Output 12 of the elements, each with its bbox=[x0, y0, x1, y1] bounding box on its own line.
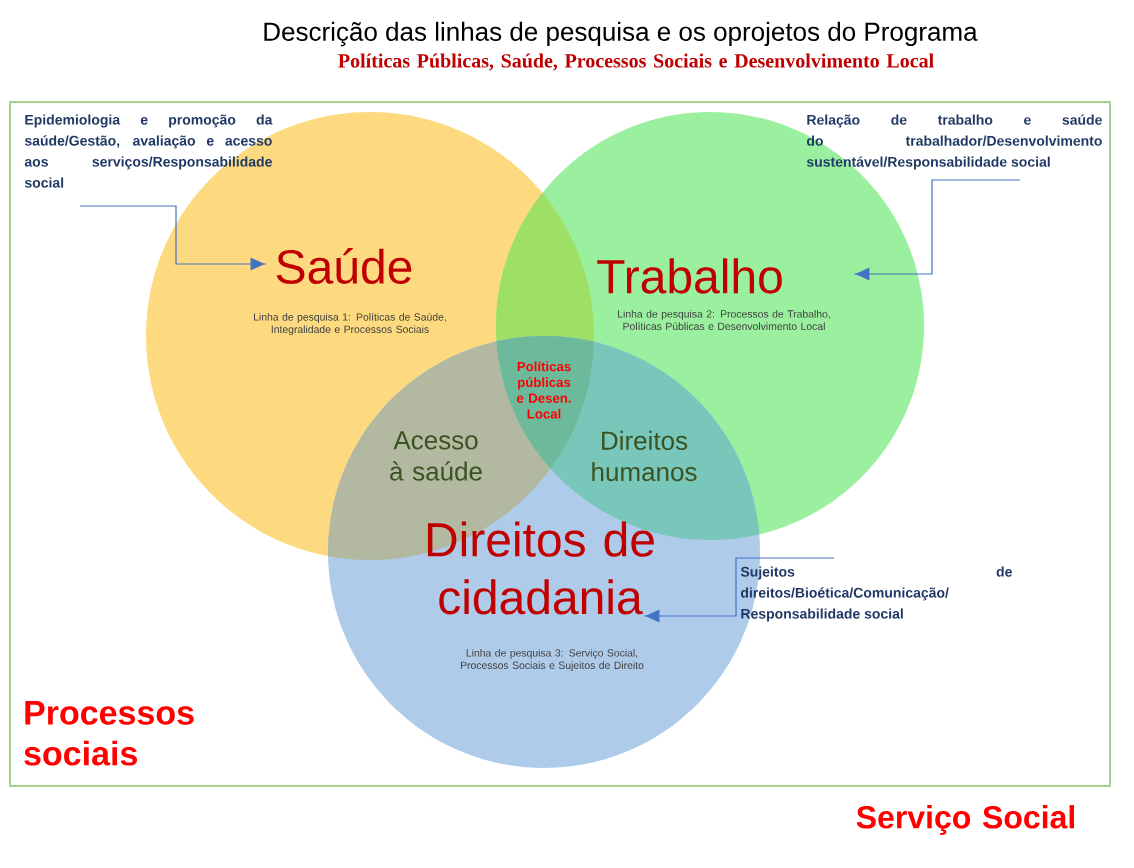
arrow bbox=[853, 179, 1021, 281]
arrow bbox=[79, 205, 267, 271]
overlap-label: Acesso à saúde bbox=[390, 431, 482, 481]
title: Descrição das linhas de pesquisa e os oprojetos do Programa bbox=[264, 21, 978, 47]
circle-heading: Saúde bbox=[276, 248, 412, 284]
circle-heading: Trabalho bbox=[597, 258, 782, 294]
circle-heading: Direitos de cidadania bbox=[427, 521, 654, 615]
arrow bbox=[643, 557, 835, 623]
overlap-label: Direitos humanos bbox=[592, 430, 697, 482]
subtitle: Políticas Públicas, Saúde, Processos Sociais e Desenvolvimento Local bbox=[338, 53, 934, 71]
region-label: Processos sociais bbox=[24, 701, 194, 766]
discipline-label: Serviço Social bbox=[856, 805, 1074, 835]
